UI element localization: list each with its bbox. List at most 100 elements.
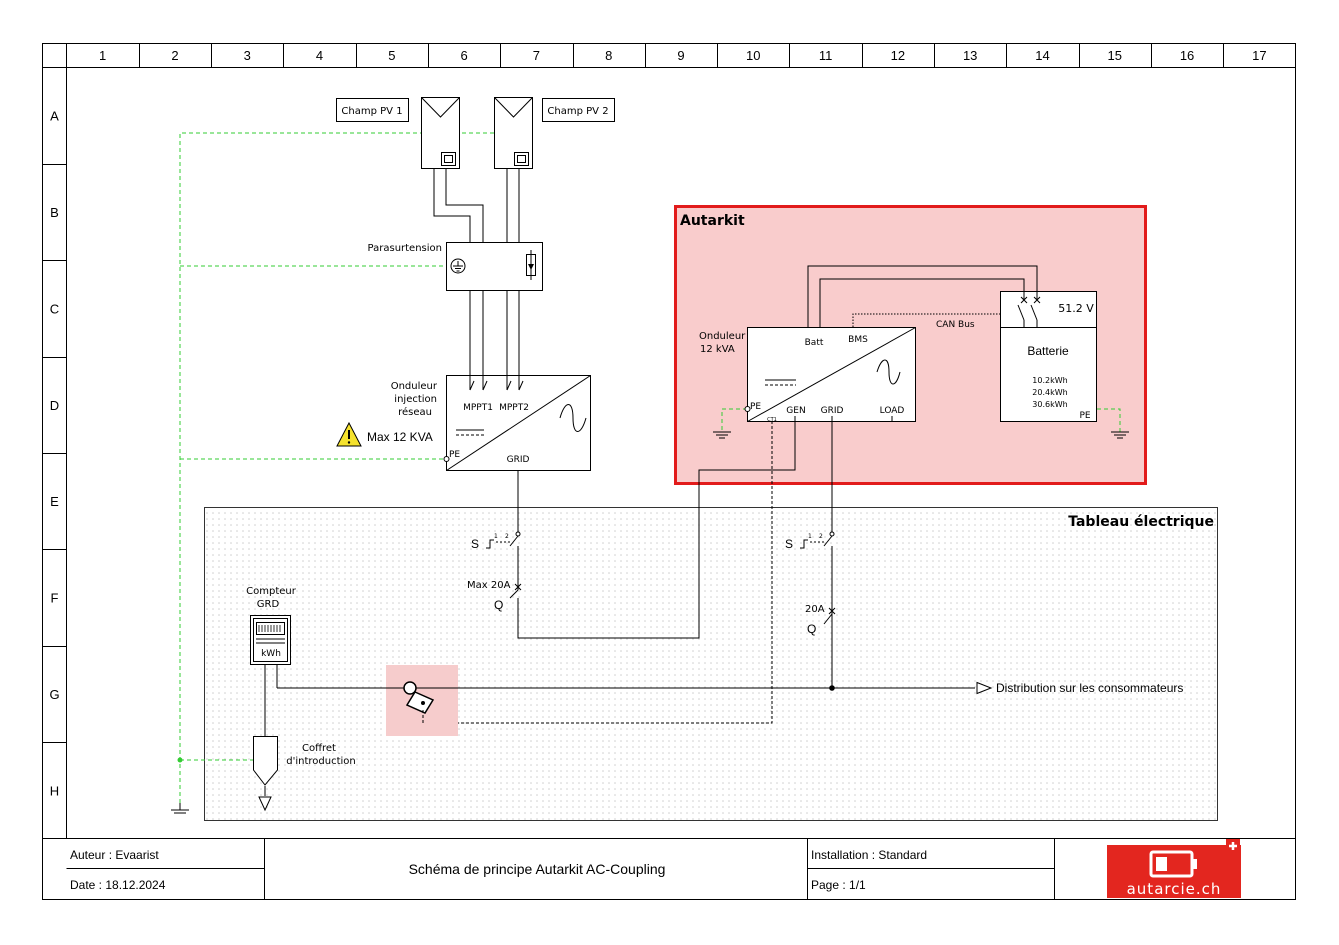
can-bus-label: CAN Bus bbox=[936, 320, 975, 330]
column-label: 11 bbox=[819, 48, 833, 63]
battery-block bbox=[1000, 291, 1097, 422]
title-author: Auteur : Evaarist bbox=[70, 848, 159, 862]
column-label: 13 bbox=[963, 48, 977, 63]
inverter-ground-icon bbox=[713, 431, 731, 439]
row-label: C bbox=[50, 301, 59, 316]
autarkit-gen-label: GEN bbox=[786, 406, 805, 416]
column-label: 14 bbox=[1035, 48, 1049, 63]
autarkit-switch-pin1: 1 bbox=[808, 533, 812, 540]
row-label: E bbox=[50, 494, 59, 509]
column-label: 4 bbox=[316, 48, 323, 63]
title-installation: Installation : Standard bbox=[811, 848, 927, 862]
column-label: 16 bbox=[1180, 48, 1194, 63]
column-label: 1 bbox=[99, 48, 106, 63]
row-label: D bbox=[50, 398, 59, 413]
row-labels: A B C D E F G H bbox=[49, 109, 59, 799]
battery-capacity-1: 10.2kWh bbox=[1032, 376, 1067, 385]
autarkit-inverter-label-2: 12 kVA bbox=[700, 344, 735, 355]
column-label: 8 bbox=[605, 48, 612, 63]
can-bus-wire bbox=[852, 313, 1000, 327]
autarkit-load-label: LOAD bbox=[880, 406, 905, 416]
pv-field-2 bbox=[494, 97, 533, 169]
electrical-panel-area bbox=[204, 507, 1218, 821]
coffret-label-2: d'introduction bbox=[286, 756, 355, 767]
battery-voltage: 51.2 V bbox=[1058, 302, 1094, 315]
grid-inverter-label-2: injection bbox=[394, 394, 437, 405]
meter-label-1: Compteur bbox=[246, 586, 297, 597]
autarkit-title: Autarkit bbox=[680, 213, 745, 229]
pv-breaker-rating: Max 20A bbox=[467, 580, 511, 591]
column-label: 12 bbox=[891, 48, 905, 63]
surge-protector bbox=[446, 242, 543, 291]
autarkit-switch-pin2: 2 bbox=[819, 533, 823, 540]
warning-icon bbox=[336, 421, 362, 447]
column-label: 17 bbox=[1252, 48, 1266, 63]
column-label: 6 bbox=[461, 48, 468, 63]
distribution-label: Distribution sur les consommateurs bbox=[996, 681, 1183, 695]
pv-breaker-q-label: Q bbox=[494, 598, 503, 612]
distribution-arrow-icon bbox=[976, 681, 993, 695]
drawing-title: Schéma de principe Autarkit AC-Coupling bbox=[409, 861, 666, 877]
battery-title: Batterie bbox=[1027, 344, 1069, 358]
title-block bbox=[66, 838, 1055, 900]
autarkit-grid-label: GRID bbox=[821, 406, 844, 416]
pv-label-2-box bbox=[542, 98, 615, 122]
autarkit-bms-label: BMS bbox=[848, 335, 868, 345]
pv-switch-s-label: S bbox=[471, 537, 479, 551]
pv-switch-pin1: 1 bbox=[494, 533, 498, 540]
row-label: F bbox=[51, 591, 59, 606]
battery-capacity-3: 30.6kWh bbox=[1032, 400, 1067, 409]
row-label: G bbox=[49, 687, 59, 702]
column-label: 5 bbox=[388, 48, 395, 63]
coffret-fuse-icon bbox=[253, 736, 278, 812]
autarkit-inverter-label-1: Onduleur bbox=[699, 331, 746, 342]
pv-field-1 bbox=[421, 97, 460, 169]
column-label: 10 bbox=[746, 48, 760, 63]
grid-inverter-label-1: Onduleur bbox=[391, 381, 438, 392]
autarkit-inverter bbox=[744, 327, 916, 422]
row-label: H bbox=[50, 783, 59, 798]
panel-title: Tableau électrique bbox=[1068, 514, 1214, 530]
autarkit-switch-s-label: S bbox=[785, 537, 793, 551]
pv-label-1: Champ PV 1 bbox=[341, 106, 402, 117]
meter-unit: kWh bbox=[261, 649, 281, 659]
battery-dc-wires bbox=[807, 265, 1038, 327]
meter-label-2: GRD bbox=[257, 599, 280, 610]
row-label: B bbox=[50, 205, 59, 220]
autarcie-logo[interactable]: autarcie.ch bbox=[1107, 839, 1241, 898]
row-label: A bbox=[50, 109, 59, 124]
autarkit-breaker-rating: 20A bbox=[805, 604, 825, 615]
grid-inverter bbox=[443, 375, 591, 471]
surge-label: Parasurtension bbox=[368, 243, 442, 254]
battery-capacity-2: 20.4kWh bbox=[1032, 388, 1067, 397]
battery-ground-icon bbox=[1111, 431, 1129, 439]
title-page: Page : 1/1 bbox=[811, 878, 866, 892]
title-date: Date : 18.12.2024 bbox=[70, 878, 166, 892]
current-sensor-icon bbox=[386, 681, 458, 714]
grid-inverter-grid: GRID bbox=[507, 455, 530, 465]
column-label: 15 bbox=[1108, 48, 1122, 63]
pv-label-2: Champ PV 2 bbox=[547, 106, 608, 117]
autarkit-breaker-q-label: Q bbox=[807, 622, 816, 636]
pv-dc-wires bbox=[433, 168, 520, 375]
column-label: 7 bbox=[533, 48, 540, 63]
pv-label-1-box bbox=[336, 98, 409, 122]
autarkit-batt-label: Batt bbox=[805, 338, 824, 348]
autarkit-ct-label: CT1 bbox=[767, 417, 777, 423]
grid-inverter-pe: PE bbox=[449, 450, 460, 460]
column-label: 9 bbox=[677, 48, 684, 63]
logo-text: autarcie.ch bbox=[1127, 880, 1222, 898]
autarkit-pe-label: PE bbox=[750, 402, 761, 412]
grid-inverter-label-3: réseau bbox=[398, 406, 432, 418]
grid-inverter-mppt1: MPPT1 bbox=[463, 403, 493, 413]
energy-meter-icon bbox=[250, 615, 291, 665]
earth-conductors bbox=[179, 132, 1121, 810]
column-label: 3 bbox=[244, 48, 251, 63]
pv-disconnect-switch bbox=[486, 531, 522, 610]
warning-text: Max 12 KVA bbox=[367, 430, 433, 444]
column-label: 2 bbox=[171, 48, 178, 63]
autarkit-disconnect-switch bbox=[800, 531, 836, 640]
